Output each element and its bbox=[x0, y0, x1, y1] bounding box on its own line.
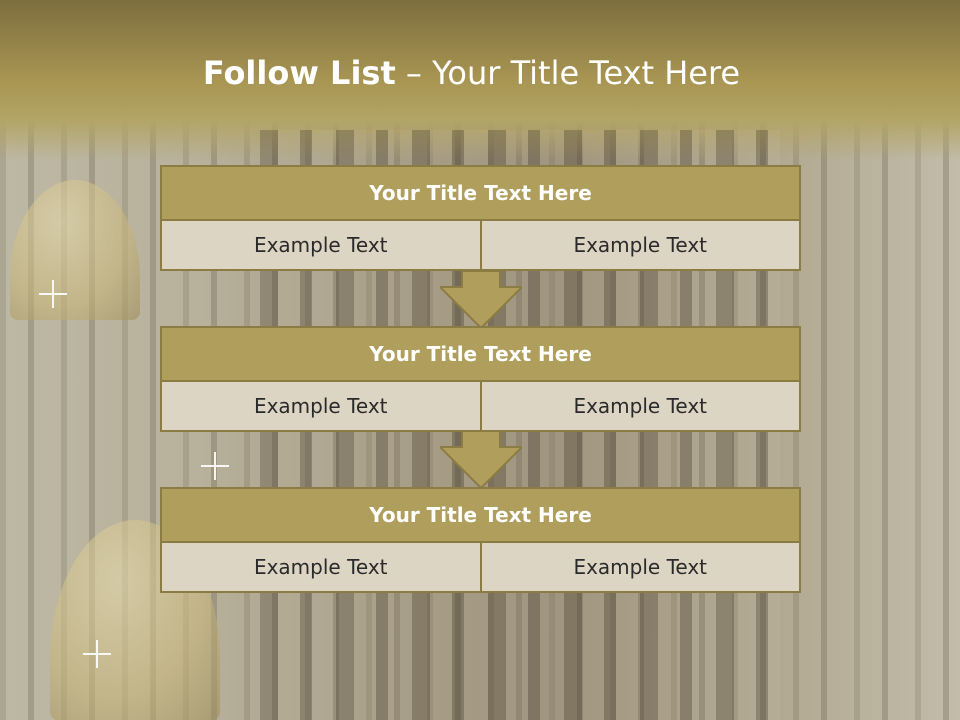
down-arrow-icon bbox=[440, 271, 522, 329]
down-arrow-icon bbox=[440, 431, 522, 489]
block-cell-left: Example Text bbox=[160, 382, 482, 432]
block-cell-left: Example Text bbox=[160, 543, 482, 593]
block-header: Your Title Text Here bbox=[160, 487, 801, 543]
list-block: Your Title Text Here Example Text Exampl… bbox=[160, 487, 801, 593]
block-row: Example Text Example Text bbox=[160, 543, 801, 593]
block-row: Example Text Example Text bbox=[160, 382, 801, 432]
title-rest: – Your Title Text Here bbox=[395, 54, 741, 92]
sparkle-icon bbox=[83, 640, 111, 668]
block-row: Example Text Example Text bbox=[160, 221, 801, 271]
title-bold: Follow List bbox=[202, 54, 396, 92]
block-header: Your Title Text Here bbox=[160, 165, 801, 221]
block-cell-right: Example Text bbox=[481, 543, 801, 593]
block-header: Your Title Text Here bbox=[160, 326, 801, 382]
block-cell-right: Example Text bbox=[481, 382, 801, 432]
slide-title: Follow List – Your Title Text Here bbox=[0, 54, 943, 92]
sparkle-icon bbox=[39, 280, 67, 308]
sparkle-icon bbox=[201, 452, 229, 480]
list-block: Your Title Text Here Example Text Exampl… bbox=[160, 326, 801, 432]
list-block: Your Title Text Here Example Text Exampl… bbox=[160, 165, 801, 271]
block-cell-right: Example Text bbox=[481, 221, 801, 271]
block-cell-left: Example Text bbox=[160, 221, 482, 271]
